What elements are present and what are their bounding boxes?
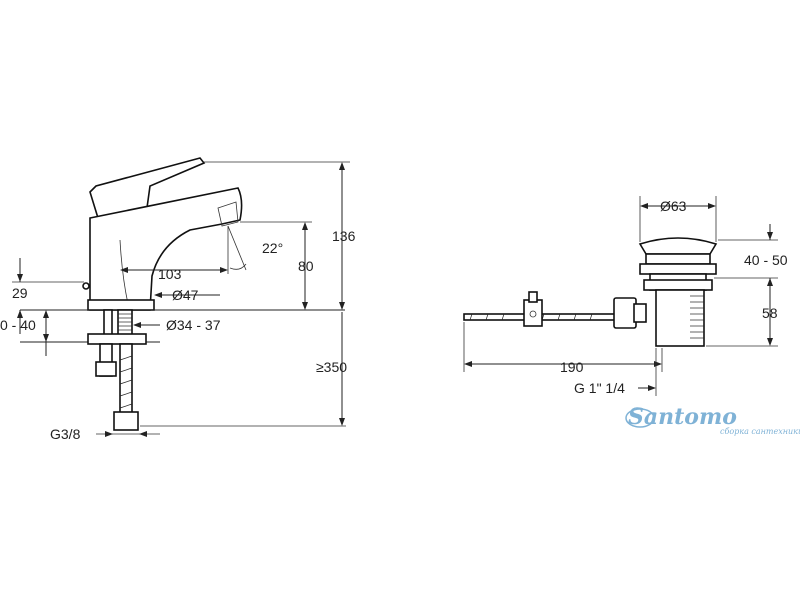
waste-tail [655,289,705,347]
dim-d34-label: Ø34 - 37 [166,317,221,333]
dim-g114-label: G 1" 1/4 [574,380,625,396]
dim-58-label: 58 [762,305,778,321]
faucet-body [89,187,243,311]
waste-flange-ring [639,263,717,275]
faucet-base-ring [87,299,155,311]
waste-rod-clamp [523,299,543,327]
hose-left-fitting [95,361,117,377]
dim-58: 58 [706,282,778,347]
dim-190-label: 190 [560,359,584,375]
dim-d34: Ø34 - 37 [133,317,221,333]
dim-103-label: 103 [158,266,182,282]
dim-d63-label: Ø63 [660,198,687,214]
waste-plug-cap [638,237,718,255]
waste-pivot-socket [633,303,647,323]
watermark-logo: Santomo сборка сантехники [625,404,800,436]
faucet-drawing: 136 80 22° 103 Ø47 [0,157,356,442]
watermark-tagline: сборка сантехники [720,427,800,436]
dim-deck: 0 - 40 [0,310,49,356]
faucet-side-knob [82,282,90,290]
dim-flange-label: 40 - 50 [744,252,788,268]
waste-pivot-nut [613,297,637,329]
dim-g114: G 1" 1/4 [574,348,657,396]
watermark-brand: Santomo [628,404,737,430]
dim-flange: 40 - 50 [714,224,788,296]
dim-350-label: ≥350 [316,359,347,375]
waste-clamp-screw [528,291,538,303]
dim-80: 80 [240,221,314,310]
dim-103: 103 [120,266,228,282]
dim-angle: 22° [227,225,283,274]
dim-136: 136 [204,161,356,310]
waste-flange [645,253,711,265]
dim-d63: Ø63 [639,196,717,242]
dim-g38-label: G3/8 [50,426,81,442]
faucet-spout-inner [119,239,129,305]
dim-190: 190 [463,322,663,375]
dim-29: 29 [12,258,84,334]
hose-braid [119,355,133,409]
dim-80-label: 80 [298,258,314,274]
waste-locknut [643,279,713,291]
dim-g38: G3/8 [50,426,160,442]
hose-right-fitting [113,411,139,431]
dim-angle-label: 22° [262,240,283,256]
dim-29-label: 29 [12,285,28,301]
tail-thread-hatch [690,295,704,339]
waste-drawing: Ø63 40 - 50 58 190 [463,196,788,396]
faucet-aerator [217,201,239,227]
dim-136-label: 136 [332,228,356,244]
dim-d47: Ø47 [154,287,220,303]
dim-deck-label: 0 - 40 [0,317,36,333]
faucet-fixing-nut [87,333,147,345]
dim-350: ≥350 [140,312,347,427]
dim-d47-label: Ø47 [172,287,199,303]
